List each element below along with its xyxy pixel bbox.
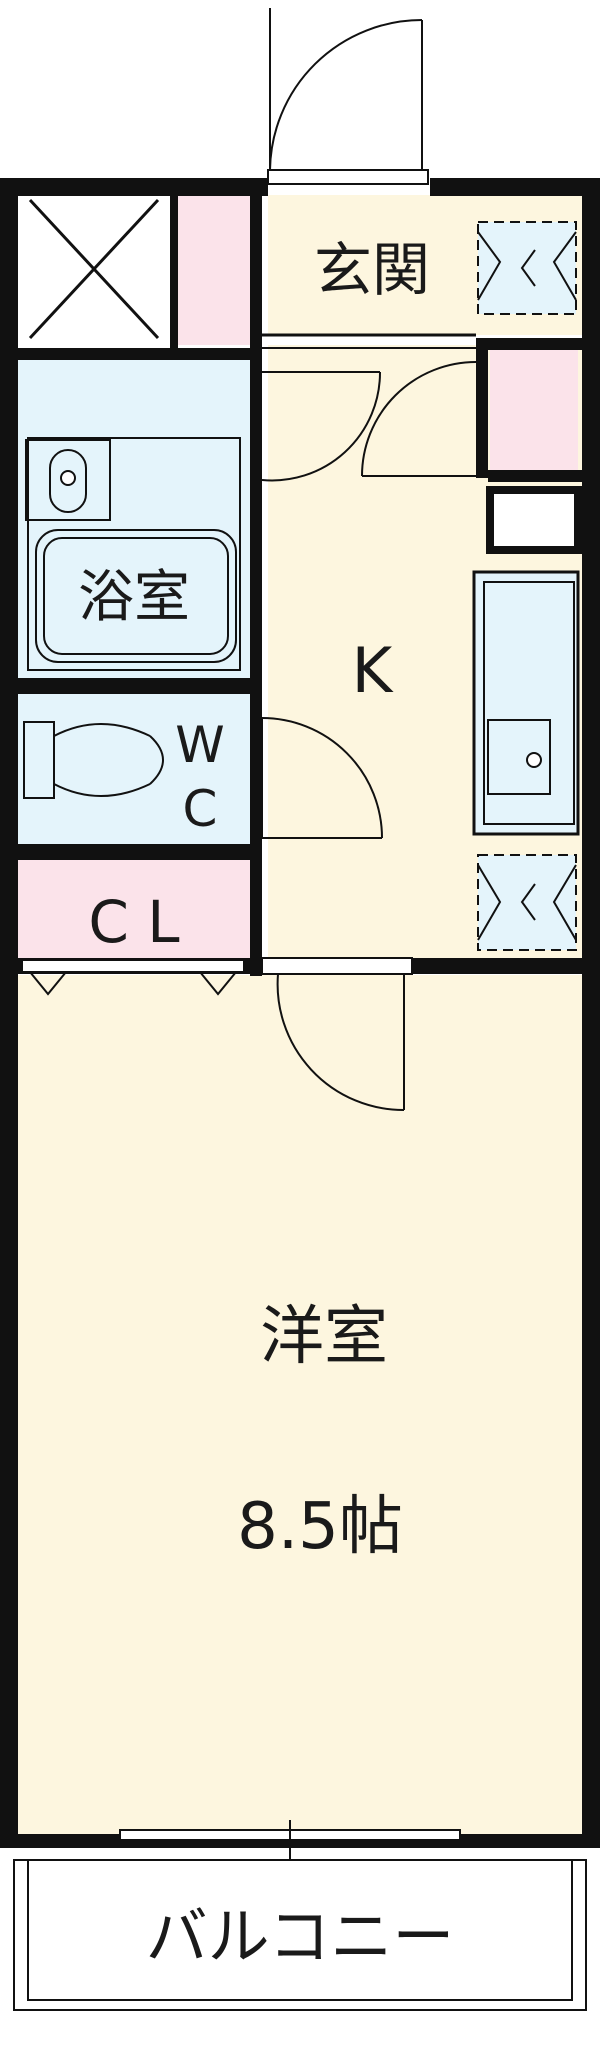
- bath-door: [261, 371, 382, 482]
- counter-inner: [483, 581, 575, 825]
- western-room-floor: [18, 975, 582, 1835]
- bathtub-inner: [43, 537, 229, 655]
- washbasin-drain: [60, 470, 76, 486]
- fridge-space: [490, 350, 578, 470]
- balcony-railing: [27, 1859, 573, 2001]
- kitchen-counter: [472, 570, 580, 836]
- washbasin: [25, 439, 111, 521]
- entrance-label: 玄関: [314, 236, 430, 304]
- wc-door: [261, 717, 383, 839]
- western-room-label: 洋室: [260, 1300, 388, 1374]
- bath-label: 浴室: [78, 565, 190, 630]
- room-door: [261, 957, 413, 1112]
- closet-label: C L: [88, 888, 179, 956]
- pipe-shaft-cross: [28, 198, 160, 340]
- wc-area: [18, 694, 250, 844]
- western-room-size: 8.5帖: [237, 1490, 403, 1564]
- kitchen-inner-door: [361, 361, 477, 477]
- kitchen-storage-icon: [477, 854, 577, 951]
- entrance-storage-icon: [477, 221, 577, 315]
- sink: [487, 719, 551, 795]
- sink-drain: [526, 752, 542, 768]
- balcony-area: [13, 1859, 587, 2011]
- kitchen-label: K: [352, 634, 394, 707]
- bath-basin: [27, 437, 241, 671]
- toilet-icon: [23, 721, 164, 799]
- wc-label-w: W: [175, 716, 224, 774]
- counter-block: [486, 486, 582, 554]
- closet-area: [18, 860, 250, 960]
- front-door: [267, 8, 429, 185]
- balcony-label: バルコニー: [146, 1900, 455, 1973]
- washbasin-bowl: [49, 449, 87, 513]
- bathtub: [35, 529, 237, 663]
- closet-doors: [21, 959, 245, 996]
- balcony-window: [119, 1820, 461, 1860]
- wc-label-c: C: [183, 780, 218, 838]
- shoe-storage: [178, 195, 258, 345]
